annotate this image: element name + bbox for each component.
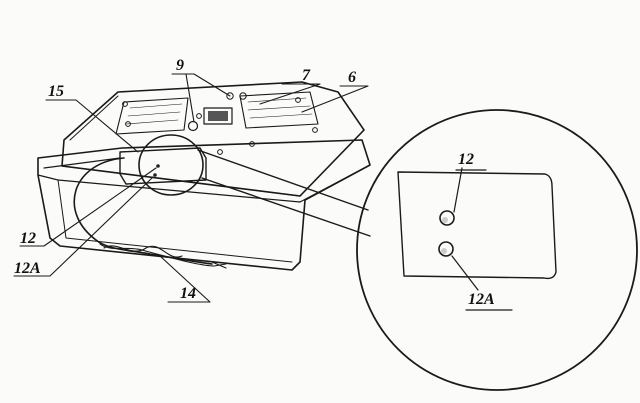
viewing-windows [115, 91, 319, 135]
label-15: 15 [48, 83, 64, 100]
magnifier-connector-lower [201, 177, 371, 237]
label-12: 12 [20, 230, 36, 247]
detail-label-12a: 12A [468, 291, 495, 308]
label-9: 9 [176, 57, 184, 74]
magnifier-circle-small [138, 134, 204, 196]
detail-panel [397, 171, 557, 280]
label-14: 14 [180, 285, 196, 302]
detail-label-12: 12 [458, 151, 474, 168]
detail-indicator-12 [439, 210, 455, 226]
ventilation-holes [122, 92, 318, 155]
base-tray [37, 139, 371, 271]
label-12a: 12A [14, 260, 41, 277]
label-6: 6 [348, 69, 356, 86]
plug-icon [211, 261, 227, 269]
center-thermometer-window [203, 107, 233, 125]
power-cord [73, 157, 227, 269]
indicator-12a-small [153, 173, 157, 177]
label-7: 7 [302, 67, 311, 84]
incubator-lid [61, 81, 365, 197]
detail-indicator-12a [438, 241, 454, 257]
detail-magnifier [356, 109, 638, 391]
magnifier-connector-upper [197, 149, 369, 211]
indicator-12-small [156, 164, 160, 168]
leader-lines [13, 73, 369, 303]
